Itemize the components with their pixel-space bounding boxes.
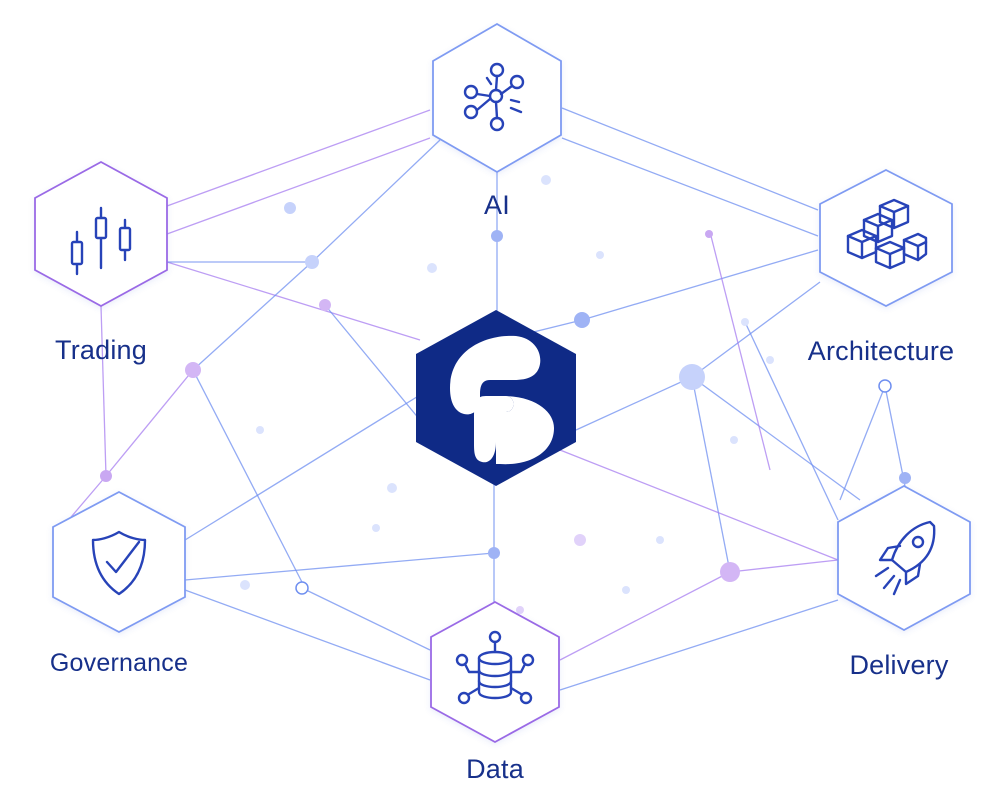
connection-line bbox=[324, 304, 421, 421]
network-dot bbox=[596, 251, 604, 259]
network-dot bbox=[766, 356, 774, 364]
rocket-icon bbox=[874, 520, 936, 596]
network-dot bbox=[305, 255, 319, 269]
candlestick-chart-icon bbox=[70, 206, 132, 276]
network-dot bbox=[488, 547, 500, 559]
connection-line bbox=[166, 109, 431, 207]
connection-line bbox=[166, 137, 431, 235]
node-architecture[interactable] bbox=[819, 168, 953, 308]
connection-line bbox=[311, 139, 441, 263]
hex-data bbox=[430, 600, 560, 744]
database-network-icon bbox=[455, 630, 535, 705]
connection-line bbox=[691, 376, 731, 573]
background-dots bbox=[100, 175, 911, 614]
network-dot bbox=[427, 263, 437, 273]
connection-line bbox=[729, 559, 839, 573]
connection-line bbox=[192, 261, 313, 371]
center-logo[interactable] bbox=[416, 310, 576, 486]
hex-ai bbox=[432, 22, 562, 174]
network-dot bbox=[679, 364, 705, 390]
hex-delivery bbox=[837, 484, 971, 632]
network-dot bbox=[574, 312, 590, 328]
network-dot bbox=[372, 524, 380, 532]
network-dot bbox=[730, 436, 738, 444]
connection-line bbox=[744, 321, 839, 521]
connection-line bbox=[691, 376, 861, 501]
connection-line bbox=[559, 571, 731, 661]
connection-line bbox=[884, 385, 906, 487]
connection-line bbox=[561, 137, 819, 237]
network-dot bbox=[256, 426, 264, 434]
network-dot bbox=[319, 299, 331, 311]
connection-line bbox=[105, 369, 194, 477]
neural-network-icon bbox=[463, 62, 525, 132]
connection-line bbox=[575, 376, 693, 431]
network-dot bbox=[878, 379, 892, 393]
connection-line bbox=[839, 385, 886, 501]
label-data: Data bbox=[466, 754, 524, 784]
connection-line bbox=[691, 281, 821, 378]
label-architecture: Architecture bbox=[807, 336, 955, 366]
network-dot bbox=[295, 581, 309, 595]
connection-line bbox=[192, 369, 306, 589]
node-delivery[interactable] bbox=[837, 484, 971, 632]
network-dot bbox=[100, 470, 112, 482]
node-data[interactable] bbox=[430, 600, 560, 744]
label-trading: Trading bbox=[55, 335, 147, 365]
network-dot bbox=[491, 230, 503, 242]
network-dot bbox=[387, 483, 397, 493]
connection-line bbox=[559, 449, 839, 561]
stacked-cubes-icon bbox=[846, 198, 928, 270]
node-governance[interactable] bbox=[52, 490, 186, 634]
connection-lines bbox=[59, 107, 906, 691]
node-trading[interactable] bbox=[34, 160, 168, 308]
network-dot bbox=[899, 472, 911, 484]
connection-line bbox=[559, 599, 839, 691]
connection-line bbox=[561, 107, 819, 211]
connection-line bbox=[301, 587, 431, 651]
label-governance: Governance bbox=[49, 649, 189, 677]
network-dot bbox=[284, 202, 296, 214]
network-dot bbox=[741, 318, 749, 326]
network-dot bbox=[541, 175, 551, 185]
network-dot bbox=[656, 536, 664, 544]
shield-check-icon bbox=[91, 530, 147, 596]
label-delivery: Delivery bbox=[849, 650, 949, 680]
connection-line bbox=[184, 394, 421, 541]
network-dot bbox=[185, 362, 201, 378]
connection-line bbox=[166, 261, 421, 341]
network-dot bbox=[240, 580, 250, 590]
hex-governance bbox=[52, 490, 186, 634]
network-dot bbox=[705, 230, 713, 238]
connection-line bbox=[184, 552, 495, 581]
network-dot bbox=[720, 562, 740, 582]
connection-line bbox=[100, 305, 107, 477]
network-dot bbox=[516, 606, 524, 614]
network-dot bbox=[574, 534, 586, 546]
connection-line bbox=[581, 249, 819, 321]
f-logo-icon bbox=[450, 335, 554, 465]
connection-line bbox=[709, 231, 771, 471]
connection-line bbox=[184, 589, 431, 681]
node-ai[interactable] bbox=[432, 22, 562, 174]
network-dot bbox=[622, 586, 630, 594]
label-ai: AI bbox=[484, 190, 510, 220]
